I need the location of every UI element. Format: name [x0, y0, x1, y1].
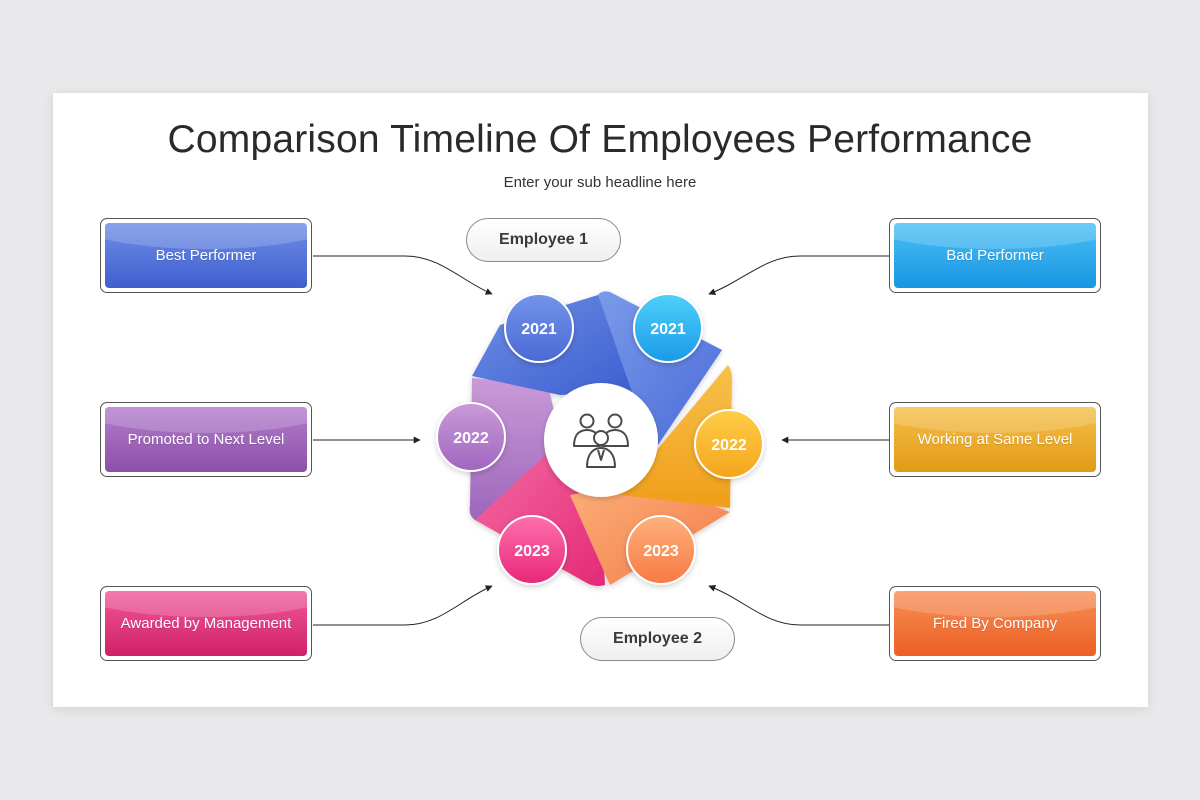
label-box-fired: Fired By Company	[889, 586, 1101, 661]
year-text-pink: 2023	[514, 543, 550, 560]
label-fill-blue: Best Performer	[105, 223, 307, 288]
connector-fired	[708, 585, 889, 626]
label-box-promoted: Promoted to Next Level	[100, 402, 312, 477]
year-text-orange: 2023	[643, 543, 679, 560]
year-text-blue-right: 2021	[650, 321, 686, 338]
year-text-purple: 2022	[453, 430, 489, 447]
label-box-best-performer: Best Performer	[100, 218, 312, 293]
page-title: Comparison Timeline Of Employees Perform…	[167, 118, 1033, 161]
employee-1-pill: Employee 1	[466, 218, 621, 262]
year-badge-purple: 2022	[436, 402, 506, 472]
label-text-same-level: Working at Same Level	[917, 431, 1073, 448]
label-text-bad-performer: Bad Performer	[946, 247, 1044, 264]
label-fill-sky: Bad Performer	[894, 223, 1096, 288]
label-fill-orange: Fired By Company	[894, 591, 1096, 656]
year-badge-blue-left: 2021	[504, 293, 574, 363]
label-box-same-level: Working at Same Level	[889, 402, 1101, 477]
petal-yellow	[620, 365, 732, 508]
label-box-awarded: Awarded by Management	[100, 586, 312, 661]
label-text-best-performer: Best Performer	[155, 247, 257, 264]
connector-awarded	[313, 585, 493, 626]
year-badge-yellow: 2022	[694, 409, 764, 479]
label-text-awarded: Awarded by Management	[120, 615, 292, 632]
year-badge-blue-right: 2021	[633, 293, 703, 363]
year-text-yellow: 2022	[711, 437, 747, 454]
label-box-bad-performer: Bad Performer	[889, 218, 1101, 293]
label-text-fired: Fired By Company	[932, 615, 1058, 632]
year-badge-pink: 2023	[497, 515, 567, 585]
connector-bad-performer	[708, 255, 889, 295]
label-fill-yellow: Working at Same Level	[894, 407, 1096, 472]
petal-blue-right	[598, 291, 722, 445]
label-fill-purple: Promoted to Next Level	[105, 407, 307, 472]
page-subtitle: Enter your sub headline here	[503, 174, 697, 191]
connector-best-performer	[313, 255, 493, 295]
year-text-blue-left: 2021	[521, 321, 557, 338]
employee-2-pill: Employee 2	[580, 617, 735, 661]
label-text-promoted: Promoted to Next Level	[127, 431, 285, 448]
year-badge-orange: 2023	[626, 515, 696, 585]
employees-group-icon	[573, 413, 629, 468]
label-fill-pink: Awarded by Management	[105, 591, 307, 656]
